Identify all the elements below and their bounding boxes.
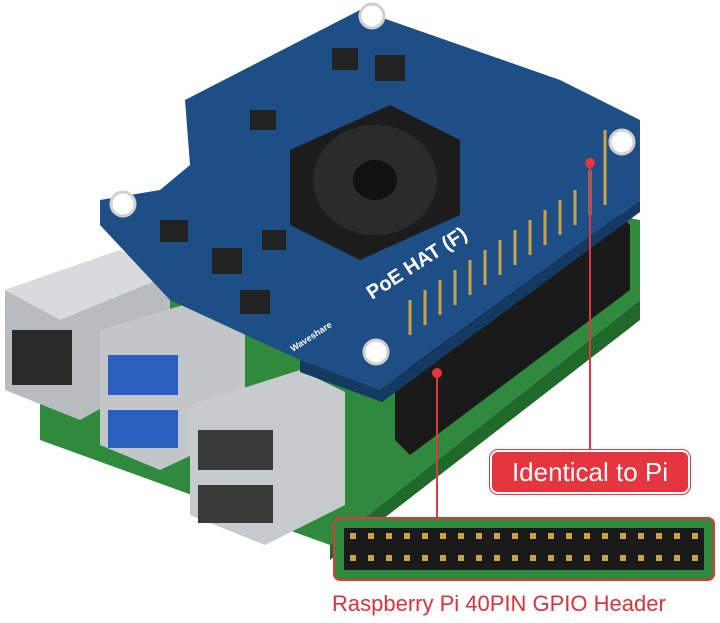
callout-label: Identical to Pi [511, 457, 669, 487]
gpio-inset [333, 517, 715, 581]
callout-dot [585, 158, 595, 168]
usb2-ports [190, 370, 345, 545]
gpio-header-caption: Raspberry Pi 40PIN GPIO Header [332, 591, 666, 616]
fan [290, 105, 460, 260]
gpio-inset-pins [350, 533, 698, 561]
components [160, 48, 405, 314]
mounting-holes [109, 2, 636, 366]
identical-to-pi-callout: Identical to Pi [489, 449, 691, 495]
pi-gpio-header [395, 210, 630, 455]
caption-dot [432, 368, 442, 378]
